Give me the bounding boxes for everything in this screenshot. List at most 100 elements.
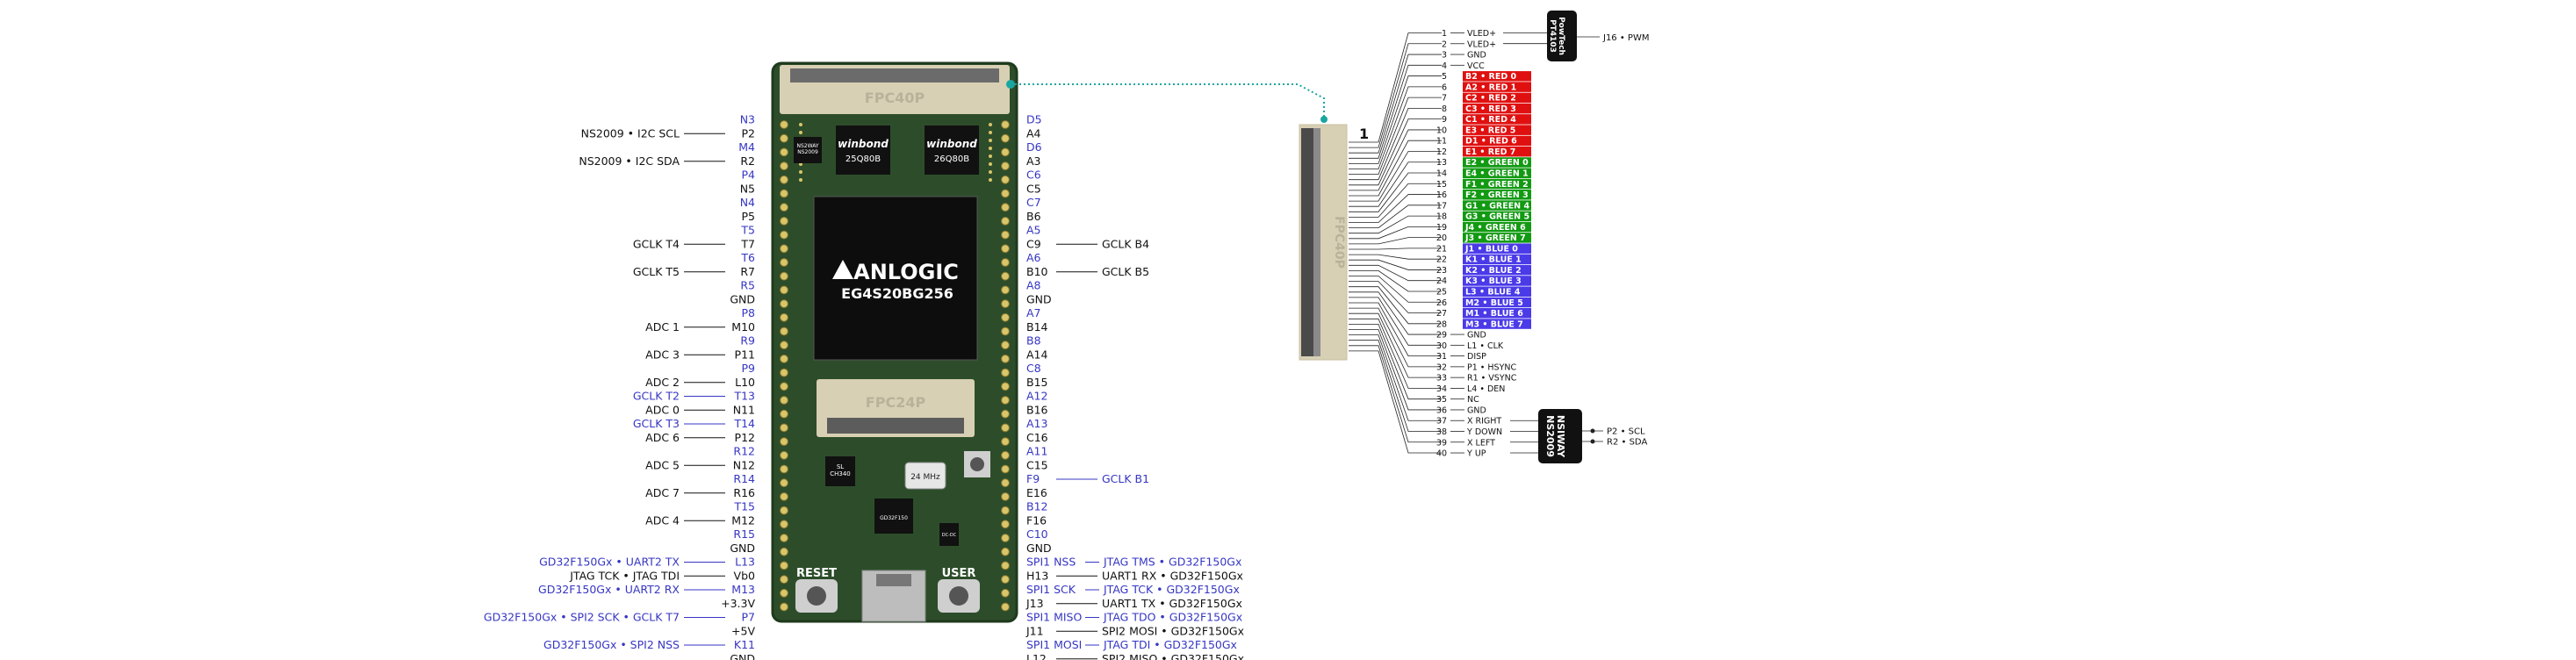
right-pin-row: B14 bbox=[1026, 320, 1048, 334]
via bbox=[989, 162, 992, 166]
pin-name: J11 bbox=[1025, 624, 1044, 637]
header-pin-hole bbox=[780, 230, 788, 240]
left-pin-row: R9 bbox=[740, 334, 755, 348]
header-pin-hole bbox=[1001, 547, 1010, 556]
fpc-signal-label: K2 • BLUE 2 bbox=[1465, 266, 1522, 276]
header-pin-hole bbox=[1001, 175, 1010, 184]
header-pin-hole bbox=[780, 547, 788, 556]
right-pin-row: GND bbox=[1026, 542, 1052, 555]
signal-color-band bbox=[1463, 103, 1531, 114]
signal-color-band bbox=[1463, 297, 1531, 308]
header-pin-hole bbox=[780, 217, 788, 226]
fpc-signal-label: R1 • VSYNC bbox=[1467, 374, 1517, 384]
header-pin-hole bbox=[1001, 161, 1010, 171]
fpc-signal-label: J3 • GREEN 7 bbox=[1464, 233, 1526, 243]
signal-color-band bbox=[1463, 71, 1531, 82]
via bbox=[799, 178, 802, 182]
fpc-pin-number: 31 bbox=[1436, 352, 1447, 362]
fanout-line bbox=[1349, 334, 1442, 421]
fpc-signal-label: NC bbox=[1467, 395, 1479, 405]
pin-name: N12 bbox=[733, 458, 755, 471]
left-pin-row: R12 bbox=[733, 445, 755, 458]
flash-chip-1 bbox=[836, 126, 890, 175]
fpc-pin-number: 13 bbox=[1436, 158, 1447, 168]
touch-chip-label: NSIWAYNS2009 bbox=[1544, 415, 1566, 458]
touch-output-label: R2 • SDA bbox=[1607, 438, 1647, 448]
via bbox=[799, 170, 802, 174]
pin-name: N3 bbox=[740, 113, 755, 126]
pin-name: +5V bbox=[731, 624, 755, 637]
header-pin-hole bbox=[780, 506, 788, 515]
fpc-pin-number: 24 bbox=[1436, 276, 1447, 286]
right-pin-row: B6 bbox=[1026, 210, 1041, 223]
left-pin-row: N3 bbox=[740, 113, 755, 126]
pin-function: GD32F150Gx • UART2 RX bbox=[538, 583, 680, 596]
touch-chip bbox=[1538, 409, 1582, 463]
fanout-line bbox=[1349, 172, 1442, 212]
fanout-line bbox=[1349, 43, 1442, 148]
fanout-line bbox=[1349, 269, 1442, 292]
right-pin-row: B8 bbox=[1026, 334, 1041, 348]
pin-name: A6 bbox=[1026, 251, 1041, 264]
right-pin-row: A13 bbox=[1026, 417, 1047, 430]
fanout-line bbox=[1349, 140, 1442, 197]
pin-function: GCLK T5 bbox=[633, 265, 680, 278]
fpc-signal-label: K1 • BLUE 1 bbox=[1465, 255, 1522, 265]
fpc-pin-number: 10 bbox=[1436, 126, 1447, 135]
header-pin-hole bbox=[1001, 120, 1010, 129]
fanout-line bbox=[1349, 254, 1442, 260]
pin-function: ADC 3 bbox=[645, 348, 680, 361]
left-pin-row: P9 bbox=[742, 362, 756, 375]
header-pin-hole bbox=[780, 561, 788, 570]
fpga-brand: ANLOGIC bbox=[853, 260, 959, 284]
fanout-line bbox=[1349, 248, 1442, 250]
right-pin-row: C6 bbox=[1026, 169, 1041, 182]
pin-name: J13 bbox=[1025, 597, 1044, 610]
right-pin-row: C15 bbox=[1026, 458, 1048, 471]
fpc-signal-label: P1 • HSYNC bbox=[1467, 362, 1516, 372]
fpc-pin-number: 22 bbox=[1436, 255, 1447, 265]
header-pin-hole bbox=[780, 534, 788, 542]
header-pin-hole bbox=[780, 175, 788, 184]
header-pin-hole bbox=[780, 602, 788, 612]
pin-name: GND bbox=[1026, 292, 1052, 305]
via bbox=[989, 170, 992, 174]
pin-name: P4 bbox=[742, 169, 756, 182]
fpc-pin-number: 1 bbox=[1442, 29, 1447, 39]
pin-name: R9 bbox=[740, 334, 755, 348]
header-pin-hole bbox=[780, 520, 788, 529]
flash-chip-1-brand: winbond bbox=[838, 138, 889, 150]
header-pin-hole bbox=[780, 341, 788, 350]
fpc-signal-label: C1 • RED 4 bbox=[1465, 115, 1516, 125]
fanout-line bbox=[1349, 307, 1442, 368]
pin-function: ADC 4 bbox=[645, 513, 680, 527]
header-pin-hole bbox=[1001, 230, 1010, 240]
header-pin-hole bbox=[780, 299, 788, 309]
dc-dc-chip-label: DC-DC bbox=[942, 533, 957, 538]
pin-function: GD32F150Gx • UART2 TX bbox=[539, 556, 680, 569]
pin-name: A12 bbox=[1026, 390, 1047, 403]
signal-color-band bbox=[1463, 200, 1531, 211]
touch-output-label: P2 • SCL bbox=[1607, 427, 1645, 437]
left-pin-row: N5 bbox=[740, 182, 755, 195]
header-pin-hole bbox=[780, 312, 788, 322]
header-pin-hole bbox=[1001, 561, 1010, 570]
fpc-signal-label: E3 • RED 5 bbox=[1465, 126, 1515, 135]
fpc-pin-number: 38 bbox=[1436, 427, 1447, 437]
signal-color-band bbox=[1463, 114, 1531, 125]
fpc-signal-label: E4 • GREEN 1 bbox=[1465, 169, 1529, 179]
signal-color-band bbox=[1463, 157, 1531, 168]
